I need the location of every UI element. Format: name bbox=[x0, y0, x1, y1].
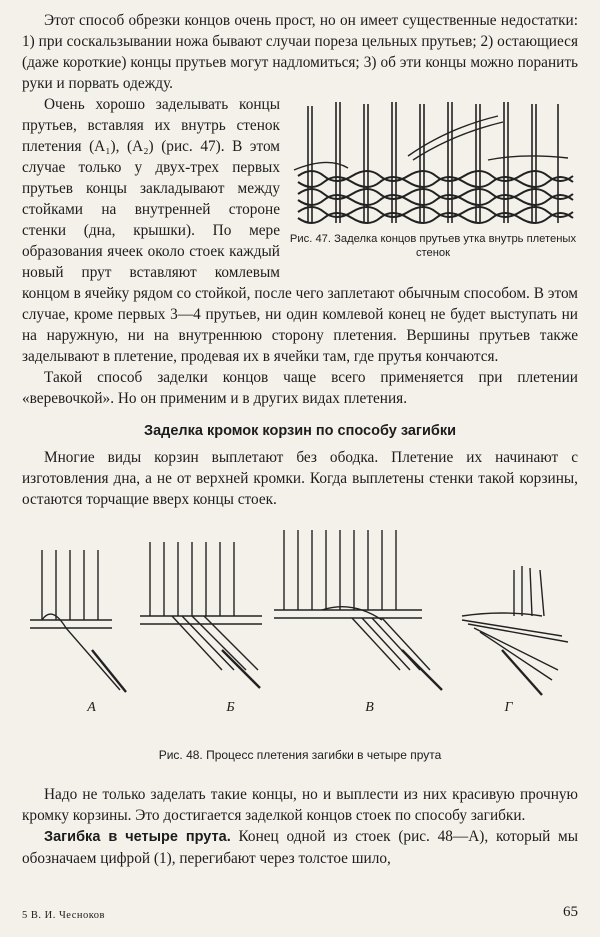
figure-47-caption: Рис. 47. Заделка концов прутьев утка вну… bbox=[289, 233, 577, 259]
figure-48-panel-labels: А Б В Г bbox=[22, 700, 578, 716]
section-heading: Заделка кромок корзин по способу загибки bbox=[143, 423, 456, 439]
printer-signature: 5 В. И. Чесноков bbox=[22, 910, 106, 921]
paragraph-6-text: Конец одной из стоек (рис. 48—А), которы… bbox=[22, 828, 578, 867]
paragraph-4: Многие виды корзин выплетают без ободка.… bbox=[22, 449, 578, 508]
paragraph-6-lead: Загибка в четыре прута. bbox=[44, 829, 231, 845]
panel-label-v: В bbox=[365, 700, 374, 715]
page-number: 65 bbox=[563, 904, 578, 920]
paragraph-3: Такой способ заделки концов чаще всего п… bbox=[22, 369, 578, 407]
figure-47: Рис. 47. Заделка концов прутьев утка вну… bbox=[288, 98, 578, 260]
paragraph-2: Очень хорошо заделывать концы прутьев, в… bbox=[22, 96, 578, 365]
figure-47-illustration bbox=[293, 102, 574, 224]
panel-label-b: Б bbox=[226, 700, 235, 715]
paragraph-5: Надо не только заделать такие концы, но … bbox=[22, 786, 578, 824]
figure-48-panel-v bbox=[274, 530, 443, 691]
panel-label-g: Г bbox=[504, 700, 513, 715]
paragraph-1: Этот способ обрезки концов очень прост, … bbox=[22, 12, 578, 92]
figure-48-panel-b bbox=[140, 542, 262, 689]
figure-48-panel-a bbox=[30, 550, 127, 693]
figure-48-illustration bbox=[30, 530, 569, 696]
figure-48: А Б В Г bbox=[22, 520, 578, 740]
figure-47-wrap: Рис. 47. Заделка концов прутьев утка вну… bbox=[22, 94, 578, 367]
panel-label-a: А bbox=[87, 700, 96, 715]
page-footer: 5 В. И. Чесноков 65 bbox=[22, 904, 578, 921]
figure-48-panel-g bbox=[461, 566, 569, 696]
paragraph-6: Загибка в четыре прута. Конец одной из с… bbox=[22, 826, 578, 869]
figure-48-caption: Рис. 48. Процесс плетения загибки в четы… bbox=[158, 748, 442, 762]
page: Этот способ обрезки концов очень прост, … bbox=[22, 10, 578, 869]
